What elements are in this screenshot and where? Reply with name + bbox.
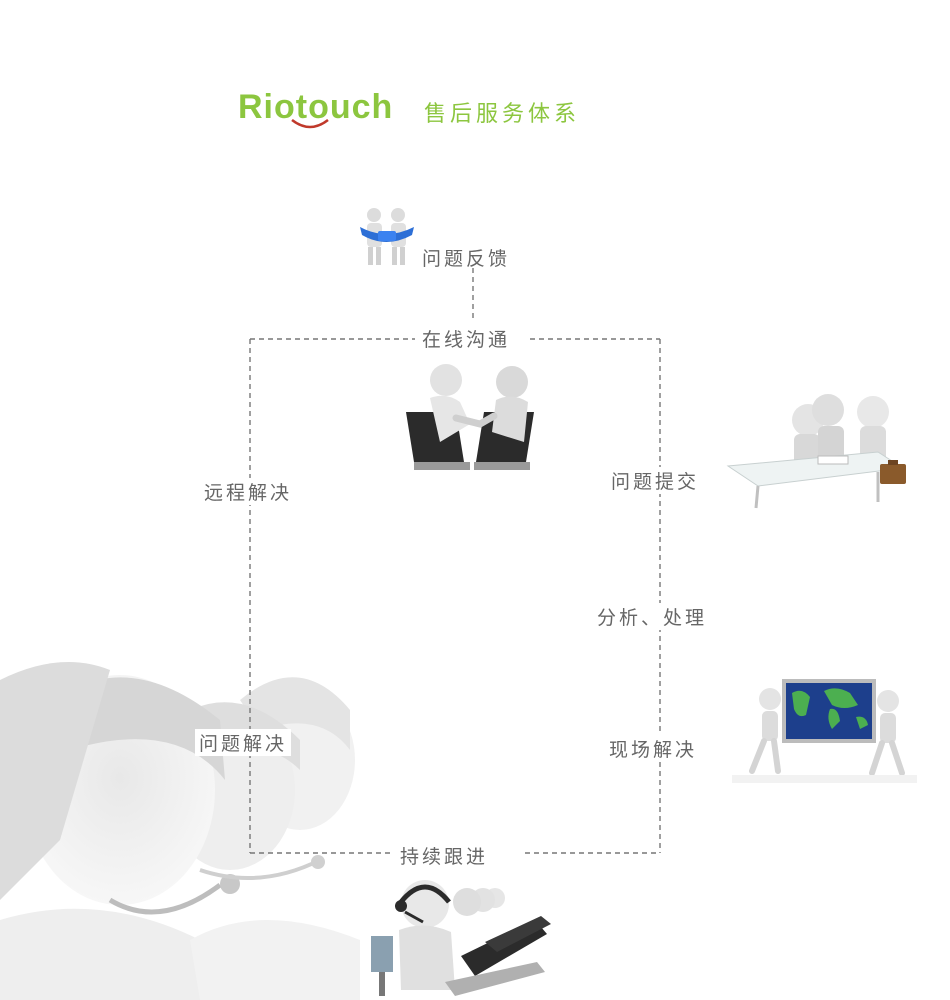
call-center-icon: [371, 880, 551, 996]
node-solved: 问题解决: [195, 729, 292, 756]
handshake-laptops-icon: [406, 364, 534, 470]
brand-logo-text: Riotouch: [238, 88, 394, 126]
node-onsite: 现场解决: [605, 735, 702, 762]
node-submit: 问题提交: [607, 467, 704, 494]
node-online: 在线沟通: [418, 325, 515, 352]
node-analyze: 分析、处理: [593, 603, 712, 630]
world-map-carry-icon: [732, 679, 917, 783]
meeting-table-icon: [726, 394, 906, 509]
node-remote: 远程解决: [200, 478, 297, 505]
node-feedback: 问题反馈: [422, 248, 511, 270]
phone-figures-icon: [360, 208, 414, 265]
node-followup: 持续跟进: [396, 842, 493, 869]
page-title: 售后服务体系: [424, 102, 581, 127]
logo-smile-icon: [291, 118, 329, 129]
